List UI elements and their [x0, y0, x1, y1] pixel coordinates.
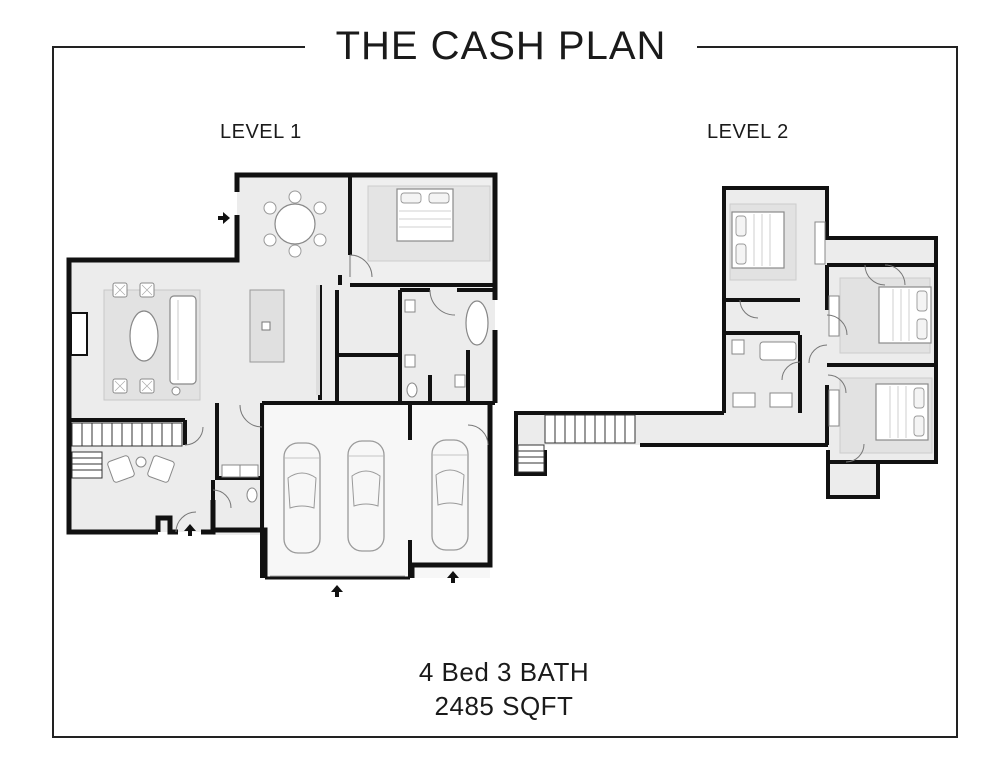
level-2-label: LEVEL 2 [707, 121, 789, 143]
level-1-plan [66, 172, 498, 597]
level-1-label: LEVEL 1 [220, 121, 302, 143]
title-gap [305, 30, 697, 64]
stairs-icon [517, 414, 636, 473]
summary-sqft: 2485 SQFT [434, 691, 574, 721]
stairs-icon [71, 422, 183, 479]
sofa-icon [169, 295, 197, 396]
summary-bed-bath: 4 Bed 3 BATH [418, 657, 590, 687]
plan-title: THE CASH PLAN [335, 24, 667, 68]
level-2-plan [514, 186, 938, 499]
